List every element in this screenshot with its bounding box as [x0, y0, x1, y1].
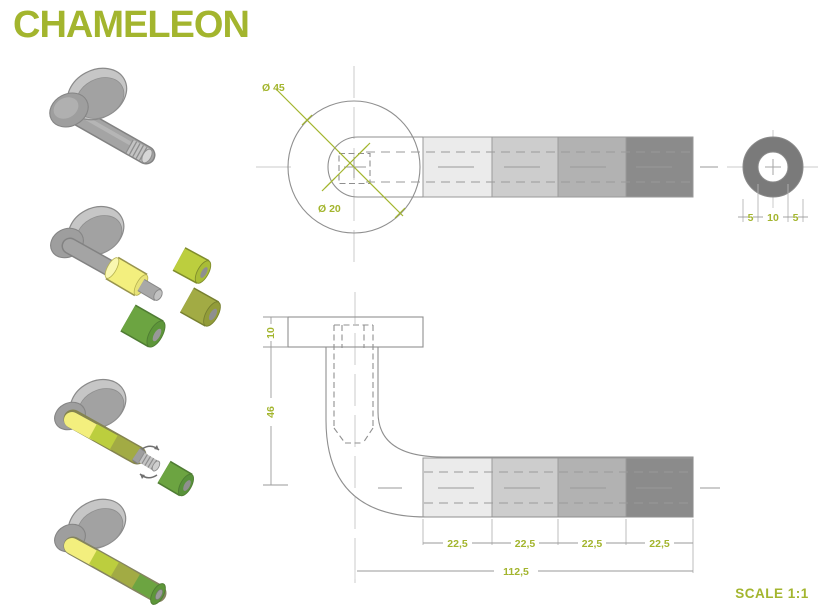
segment-yellow — [64, 412, 102, 440]
wall-left-label: 5 — [748, 212, 754, 224]
diameter-dimensions: Ø 45 Ø 20 — [262, 82, 406, 219]
outer-diameter-label: Ø 45 — [262, 82, 285, 94]
segment-lime — [89, 550, 120, 577]
handle-outline — [325, 347, 694, 518]
total-length-label: 112,5 — [503, 566, 529, 578]
spindle-hole — [338, 152, 371, 185]
product-title: CHAMELEON — [13, 4, 250, 46]
rosette-plate — [287, 316, 424, 348]
screw-hole-hidden — [333, 324, 374, 444]
rotation-arrows — [139, 445, 160, 479]
handle-bar-top — [422, 136, 694, 198]
plate-thickness-label: 10 — [265, 327, 277, 339]
segment-olive — [110, 435, 141, 462]
segment-lime — [89, 423, 119, 451]
assembly-step-1-bare-handle — [49, 67, 156, 165]
wall-right-label: 5 — [793, 212, 799, 224]
assembly-step-2-rings-exploded — [50, 205, 221, 348]
neck-height-label: 46 — [265, 406, 277, 418]
segment-yellow — [64, 538, 102, 566]
segment-olive — [110, 562, 142, 589]
bottom-dimensions: 22,5 22,5 22,5 22,5 112,5 — [354, 519, 694, 580]
segment-width-label-4: 22,5 — [649, 538, 670, 550]
section-view: 5 10 5 — [727, 130, 818, 224]
neck-diameter-label: Ø 20 — [318, 203, 341, 215]
front-view: 10 46 22,5 22,5 22,5 22,5 112,5 — [263, 292, 720, 583]
segment-width-label-3: 22,5 — [582, 538, 603, 550]
left-dimensions: 10 46 — [263, 316, 288, 486]
ring-yellow-mounted — [106, 258, 147, 295]
rosette-outline — [287, 100, 421, 234]
bore-label: 10 — [767, 212, 779, 224]
scale-label: SCALE 1:1 — [735, 586, 809, 601]
assembly-step-3-screw-cap — [54, 378, 194, 497]
top-view: Ø 45 Ø 20 — [256, 66, 718, 262]
segment-width-label-2: 22,5 — [515, 538, 536, 550]
segment-width-label-1: 22,5 — [447, 538, 468, 550]
assembly-step-4-finished-handle — [54, 498, 167, 605]
